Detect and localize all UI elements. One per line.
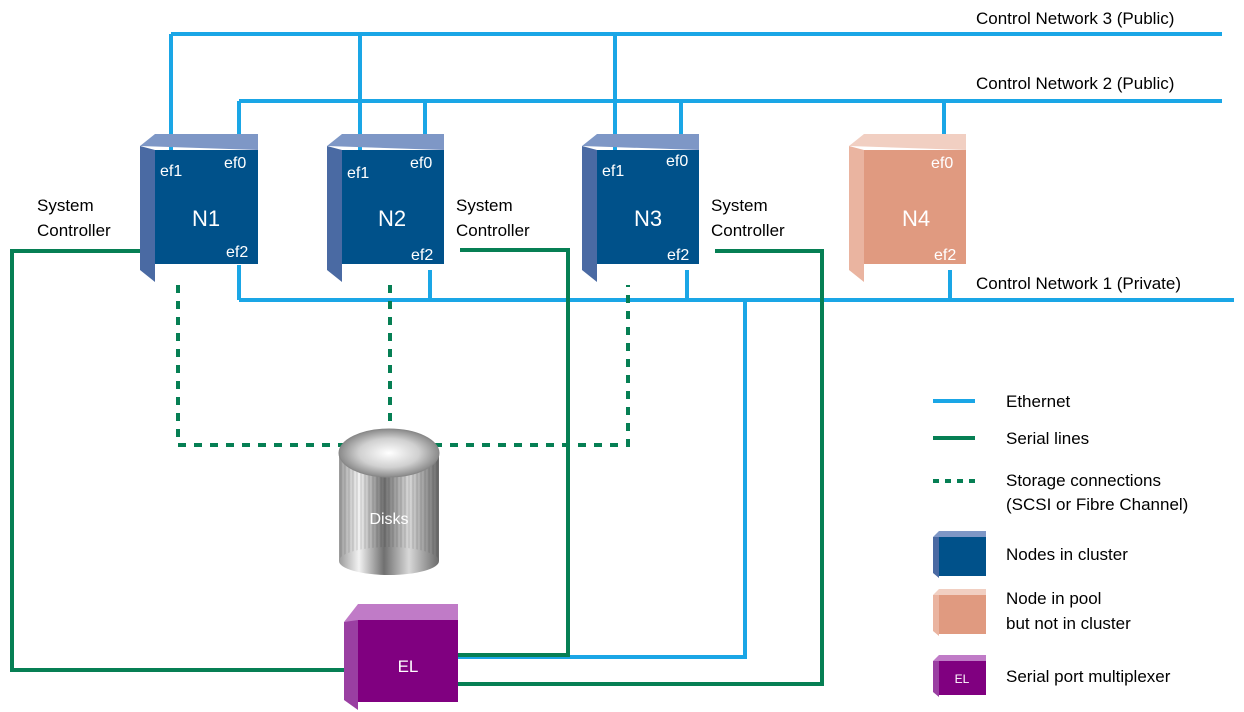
system-controller-label-n2: System Controller — [456, 196, 530, 240]
legend-mux: Serial port multiplexer — [1006, 667, 1171, 686]
legend-mux-icon-label: EL — [955, 672, 970, 686]
legend-pool-node-icon — [933, 589, 986, 636]
svg-text:Controller: Controller — [37, 221, 111, 240]
n1-port-ef0: ef0 — [224, 155, 246, 172]
svg-text:Controller: Controller — [711, 221, 785, 240]
n2-port-ef1: ef1 — [347, 165, 369, 182]
disks-label: Disks — [369, 511, 408, 528]
n3-port-ef1: ef1 — [602, 163, 624, 180]
n2-port-ef0: ef0 — [410, 155, 432, 172]
node-n2: ef1 ef0 N2 ef2 — [327, 134, 444, 282]
legend-cluster-node-icon — [933, 531, 986, 578]
svg-text:Controller: Controller — [456, 221, 530, 240]
legend-serial: Serial lines — [1006, 429, 1089, 448]
disks-icon: Disks — [338, 428, 440, 575]
n1-port-ef2: ef2 — [226, 244, 248, 261]
legend-pool-line1: Node in pool — [1006, 589, 1101, 608]
svg-text:System: System — [456, 196, 513, 215]
system-controller-label-n1: System Controller — [37, 196, 111, 240]
n3-port-ef2: ef2 — [667, 247, 689, 264]
legend-storage-line1: Storage connections — [1006, 471, 1161, 490]
system-controller-label-n3: System Controller — [711, 196, 785, 240]
n4-port-ef2: ef2 — [934, 247, 956, 264]
n4-label: N4 — [902, 206, 930, 231]
n2-label: N2 — [378, 206, 406, 231]
n3-label: N3 — [634, 206, 662, 231]
storage-lines — [176, 285, 630, 447]
legend-storage-line2: (SCSI or Fibre Channel) — [1006, 495, 1188, 514]
legend-ethernet: Ethernet — [1006, 392, 1071, 411]
n4-port-ef0: ef0 — [931, 155, 953, 172]
n1-label: N1 — [192, 206, 220, 231]
multiplexer-label: EL — [398, 657, 419, 676]
svg-text:System: System — [37, 196, 94, 215]
svg-text:System: System — [711, 196, 768, 215]
legend-multiplexer-icon: EL — [933, 655, 986, 697]
node-n4: ef0 N4 ef2 — [849, 134, 966, 282]
control-network-2-label: Control Network 2 (Public) — [976, 74, 1174, 93]
n3-port-ef0: ef0 — [666, 153, 688, 170]
n2-port-ef2: ef2 — [411, 247, 433, 264]
legend-nodes-in-cluster: Nodes in cluster — [1006, 545, 1128, 564]
legend: Ethernet Serial lines Storage connection… — [933, 392, 1188, 697]
multiplexer-el: EL — [344, 604, 458, 710]
n1-port-ef1: ef1 — [160, 163, 182, 180]
node-n1: ef1 ef0 N1 ef2 — [140, 134, 258, 282]
legend-pool-line2: but not in cluster — [1006, 614, 1131, 633]
node-n3: ef1 ef0 N3 ef2 — [582, 134, 699, 282]
control-network-1-label: Control Network 1 (Private) — [976, 274, 1181, 293]
serial-lines — [10, 248, 824, 686]
control-network-3-label: Control Network 3 (Public) — [976, 9, 1174, 28]
